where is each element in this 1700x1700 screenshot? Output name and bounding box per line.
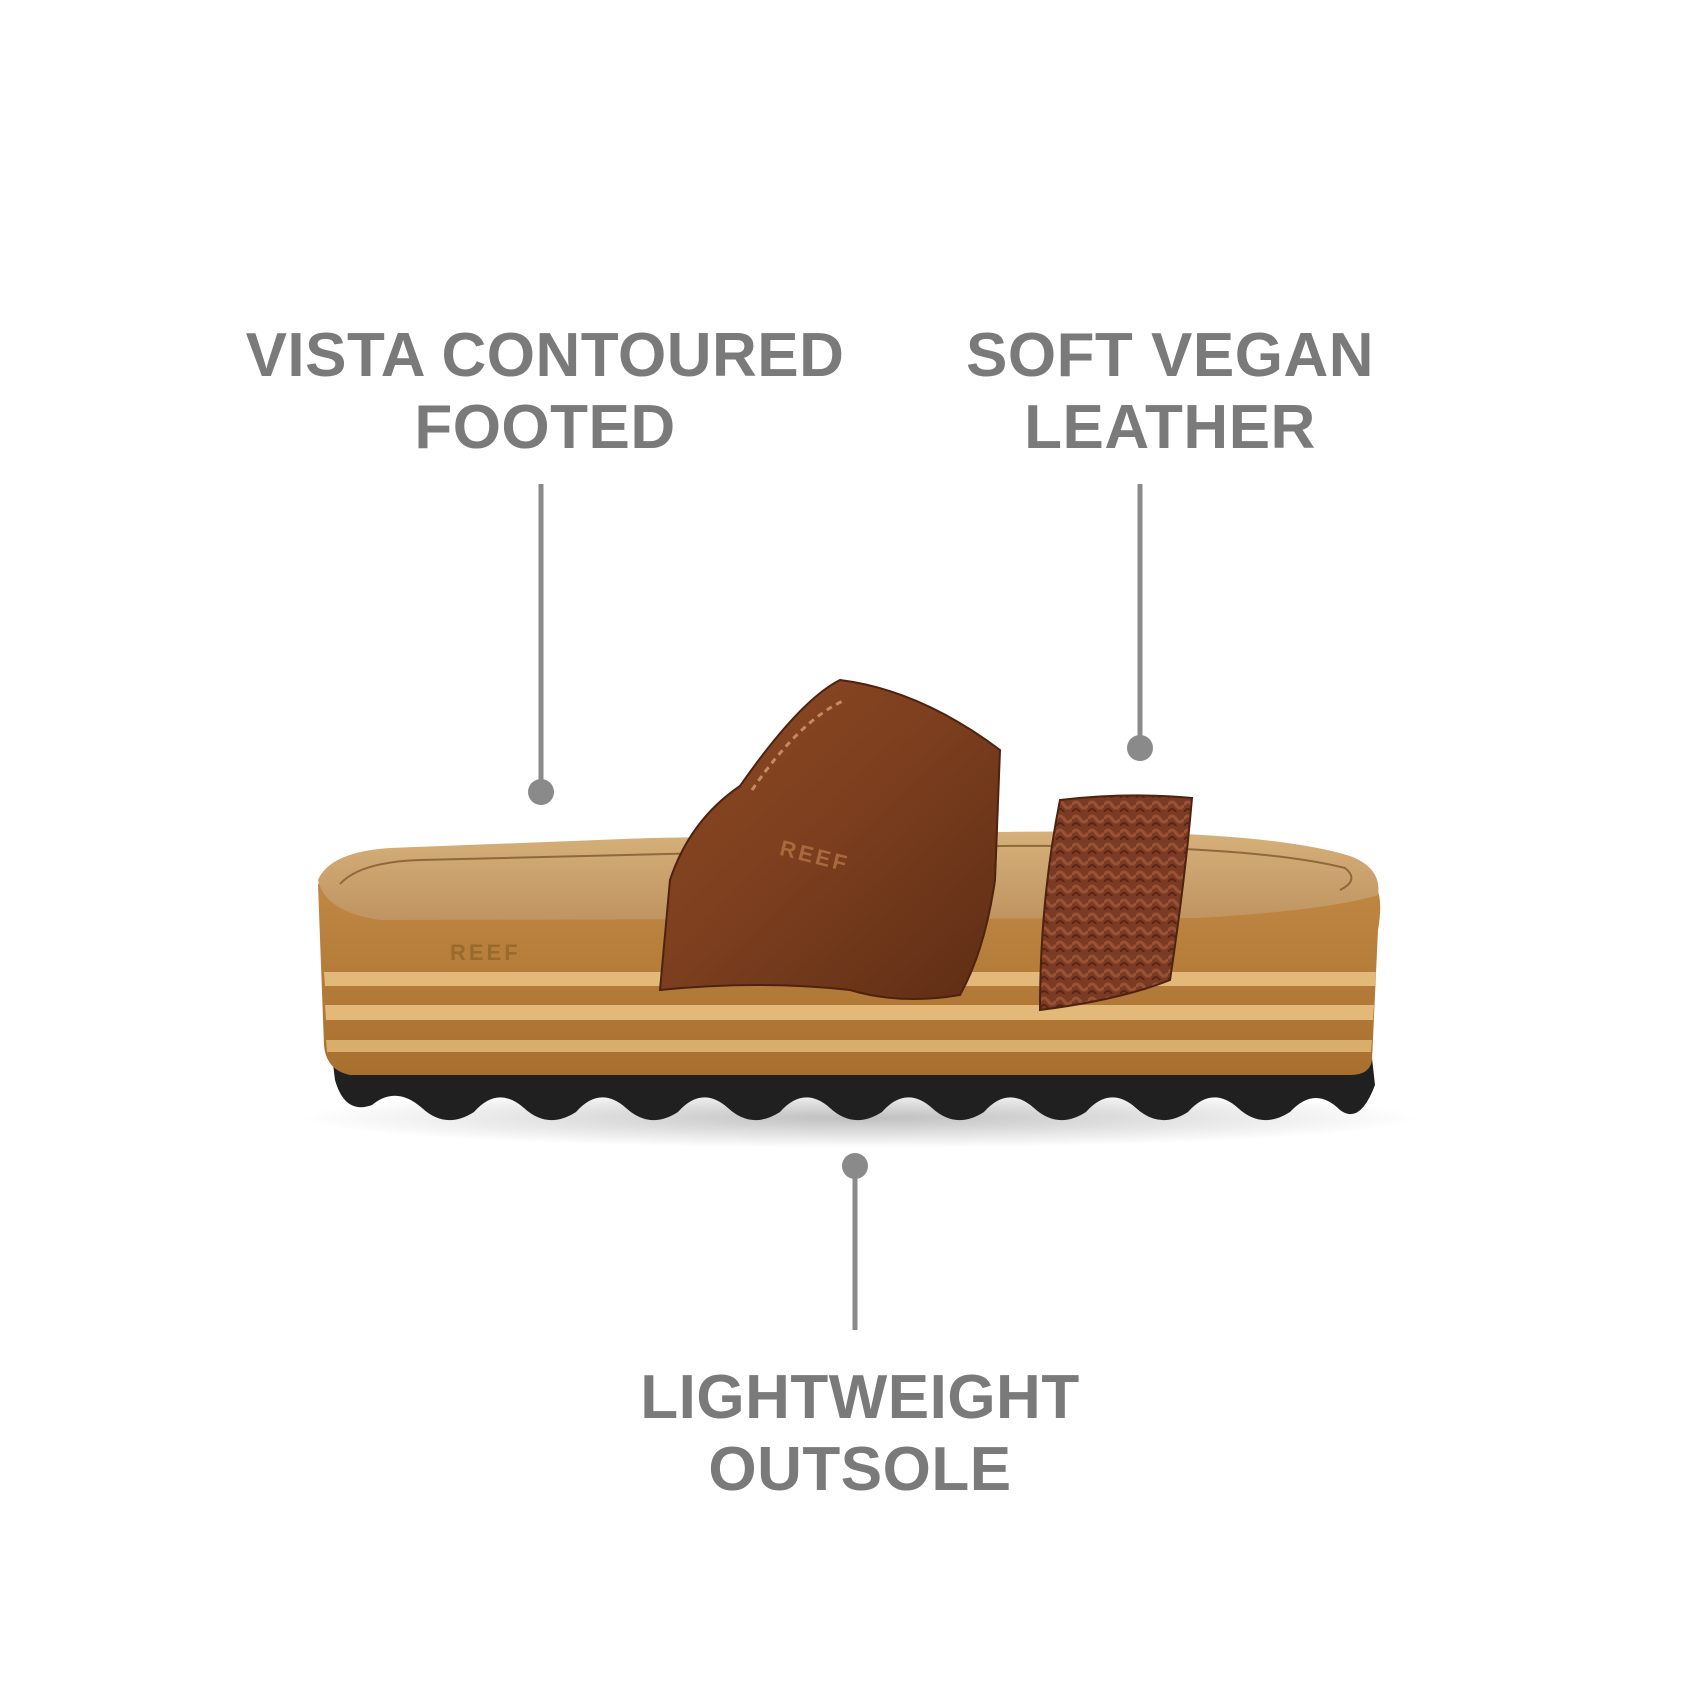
callout-label-outsole: LIGHTWEIGHT OUTSOLE bbox=[625, 1362, 1095, 1506]
sole-brand-mark: REEF bbox=[450, 940, 521, 965]
callout-label-leather: SOFT VEGAN LEATHER bbox=[925, 320, 1415, 464]
callout-label-footbed: VISTA CONTOURED FOOTED bbox=[245, 320, 845, 464]
callout-footbed-line1: VISTA CONTOURED bbox=[245, 321, 845, 390]
sandal-leather-strap bbox=[658, 678, 1002, 1000]
callout-outsole-line2: OUTSOLE bbox=[708, 1435, 1012, 1504]
callout-outsole-line1: LIGHTWEIGHT bbox=[640, 1363, 1080, 1432]
leader-line-outsole bbox=[842, 1153, 868, 1330]
callout-footbed-line2: FOOTED bbox=[414, 393, 676, 462]
sandal-woven-strap bbox=[1038, 794, 1194, 1012]
leader-line-footbed bbox=[528, 484, 554, 805]
callout-leather-line2: LEATHER bbox=[1024, 393, 1316, 462]
callout-leather-line1: SOFT VEGAN bbox=[965, 321, 1375, 390]
leader-line-leather bbox=[1127, 484, 1153, 761]
